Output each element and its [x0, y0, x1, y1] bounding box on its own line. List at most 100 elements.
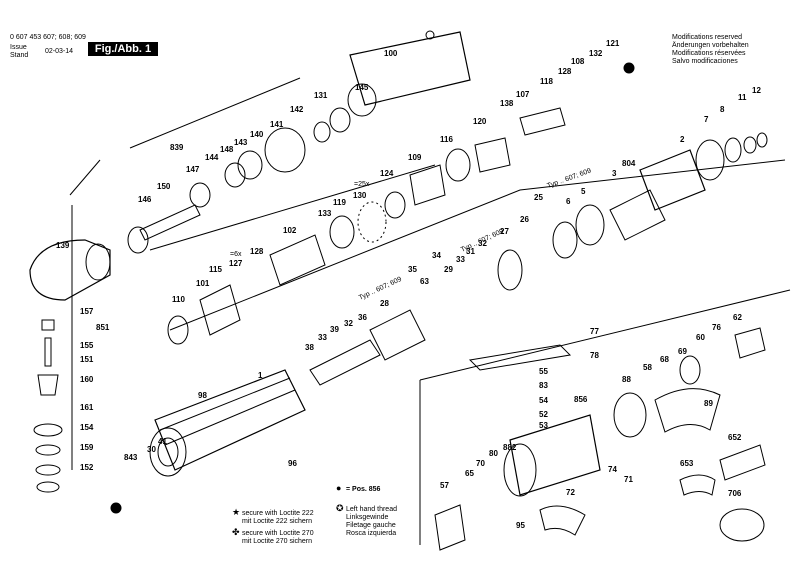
part-label: 148: [220, 145, 234, 154]
part-label: 32: [344, 319, 353, 328]
part-label: 107: [516, 90, 530, 99]
bracket-left-diag: [69, 159, 101, 196]
cylinder-2: [639, 149, 706, 211]
part-label: 63: [420, 277, 429, 286]
modifications-line: Salvo modificaciones: [672, 58, 738, 65]
part-label: 78: [590, 351, 599, 360]
part-label: 141: [270, 120, 284, 129]
part-label: 38: [305, 343, 314, 352]
part-label: 116: [440, 135, 453, 144]
part-label: 7: [704, 115, 709, 124]
part-label: 115: [209, 265, 222, 274]
part-label: 76: [712, 323, 721, 332]
housing-1-end: [149, 427, 187, 477]
housing-1-groove: [159, 377, 291, 431]
part-label: 152: [80, 463, 94, 472]
part-57: [434, 504, 466, 551]
typ-label: Typ .. 607; 609: [460, 228, 505, 254]
typ-label: Typ .. 607; 609: [358, 276, 403, 302]
housing-1-groove: [164, 389, 296, 446]
part-label: 58: [643, 363, 652, 372]
part-label: 161: [80, 403, 94, 412]
part-label: 33: [456, 255, 465, 264]
part-62: [734, 327, 766, 359]
part-label: 25: [534, 193, 543, 202]
bracket-line-mid: [149, 164, 436, 251]
spring-706: [719, 508, 765, 542]
part-label: 843: [124, 453, 138, 462]
part-label: 11: [738, 93, 747, 102]
part-label: 52: [539, 410, 548, 419]
part-label: 128: [558, 67, 572, 76]
part-11: [743, 136, 757, 154]
part-label: 132: [589, 49, 603, 58]
part-116: [445, 148, 471, 182]
part-label: 101: [196, 279, 210, 288]
part-101: [199, 284, 241, 336]
part-label: 653: [680, 459, 694, 468]
part-label: 804: [622, 159, 636, 168]
part-label: 28: [380, 299, 389, 308]
part-label: 851: [96, 323, 110, 332]
part-140: [237, 150, 263, 180]
part-label: 652: [728, 433, 742, 442]
part-27: [497, 249, 523, 291]
part-label: 110: [172, 295, 185, 304]
bearing-154: [33, 423, 63, 437]
end-plate-5: [575, 204, 605, 246]
part-label: 1: [258, 371, 263, 380]
part-label: 144: [205, 153, 219, 162]
sleeve-120: [474, 137, 511, 173]
part-label: 33: [318, 333, 327, 342]
part-label: 145: [355, 83, 369, 92]
part-label: 160: [80, 375, 94, 384]
part-label: 83: [539, 381, 548, 390]
part-label: 80: [489, 449, 498, 458]
rotor-3: [609, 189, 666, 241]
part-label: 32: [478, 239, 487, 248]
housing-856: [509, 414, 601, 496]
part-146: [127, 226, 149, 254]
left-thread-mark: [110, 502, 122, 514]
bracket-line-mid2: [169, 159, 786, 331]
part-label: 151: [80, 355, 94, 364]
modifications-note: Modifications reserved Änderungen vorbeh…: [672, 34, 749, 66]
left-thread-icon: ✪: [336, 503, 344, 513]
cover-89: [654, 388, 721, 433]
part-102: [269, 234, 326, 286]
part-652: [719, 444, 766, 481]
part-label: 3: [612, 169, 617, 178]
part-label: 127: [229, 259, 243, 268]
housing-1-bore: [157, 437, 179, 467]
part-label: 34: [432, 251, 441, 260]
part-label: 53: [539, 421, 548, 430]
part-label: 89: [704, 399, 713, 408]
housing-100-end: [347, 83, 377, 117]
issue-date: 02-03-14: [45, 48, 74, 55]
part-label: 35: [408, 265, 417, 274]
part-label: 120: [473, 117, 487, 126]
star-icon: ★: [232, 507, 241, 517]
part-label: 36: [358, 313, 367, 322]
housing-856-end: [503, 443, 537, 497]
rotor-28: [369, 309, 426, 361]
bracket-line-top: [129, 77, 301, 149]
part-label: 100: [384, 49, 398, 58]
part-label: 882: [503, 443, 517, 452]
part-145: [329, 107, 351, 133]
left-thread-mark: [425, 30, 435, 40]
ring-gear-141: [264, 127, 306, 173]
part-label: 65: [465, 469, 474, 478]
part-label: 159: [80, 443, 94, 452]
part-label: 69: [678, 347, 687, 356]
bracket-line-lower: [419, 289, 791, 381]
part-label: 60: [696, 333, 705, 342]
part-label: 146: [138, 195, 152, 204]
part-131: [313, 121, 331, 143]
part-label: 12: [752, 86, 761, 95]
part-label: 128: [250, 247, 264, 256]
part-label: 108: [571, 57, 585, 66]
part-label: 131: [314, 91, 328, 100]
angle-head-139-end: [85, 243, 111, 281]
